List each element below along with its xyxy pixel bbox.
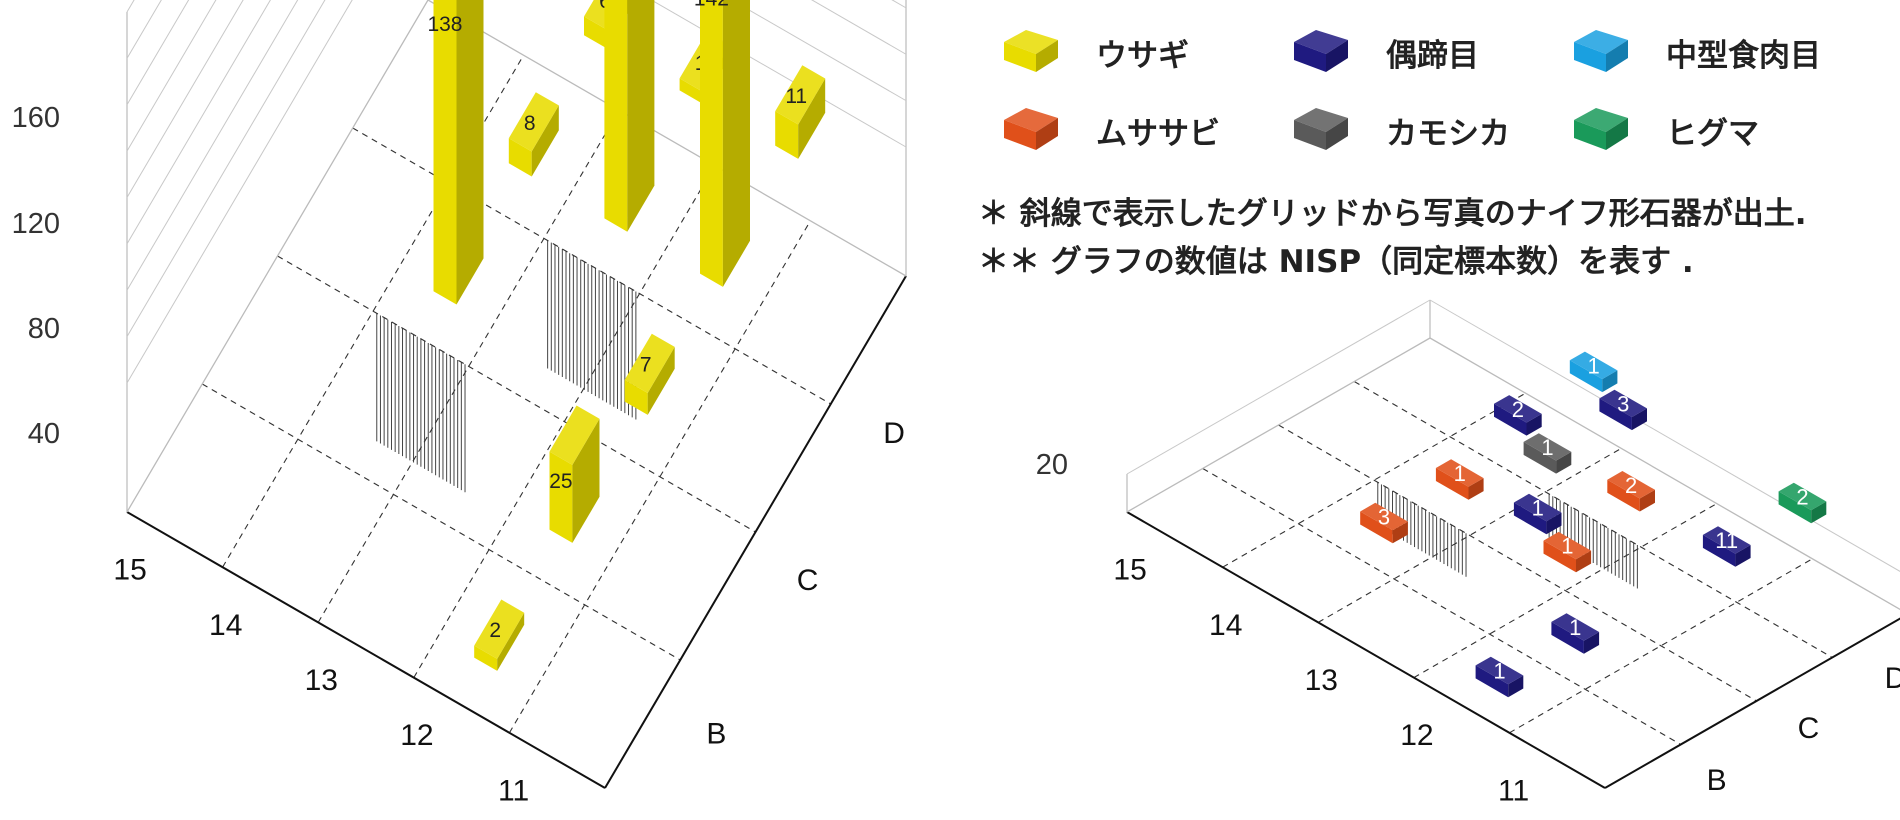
bar-value-label: 3 — [1617, 391, 1629, 416]
z-tick-label: 80 — [28, 313, 60, 345]
bar: 2 — [1494, 395, 1542, 436]
row-label: 11 — [498, 774, 529, 807]
bar-value-label: 1 — [1493, 658, 1505, 683]
bar-value-label: 1 — [1569, 615, 1581, 640]
bar-value-label: 25 — [549, 470, 572, 493]
z-tick-label: 20 — [1036, 449, 1068, 481]
bar-value-label: 1 — [1561, 534, 1573, 559]
legend-item: ウサギ — [1000, 22, 1189, 82]
bar: 11 — [775, 65, 826, 159]
bar: 3 — [1599, 389, 1647, 431]
row-label: 14 — [209, 609, 242, 642]
note-hatched-grid: ＊ 斜線で表示したグリッドから写真のナイフ形石器が出土. — [978, 196, 1807, 232]
legend-swatch — [1574, 108, 1628, 150]
bar: 161 — [604, 0, 655, 232]
back-wall-left — [126, 0, 353, 512]
bar: 1 — [1435, 459, 1484, 500]
column-label: B — [706, 718, 726, 751]
legend: ウサギ 偶蹄目 中型食肉目ムササビ カモシカ ヒグマ — [1000, 22, 1880, 172]
legend-label: 中型食肉目 — [1666, 37, 1821, 74]
column-label: C — [797, 564, 819, 597]
bar-value-label: 138 — [427, 13, 462, 36]
note-nisp: ＊＊ グラフの数値は NISP（同定標本数）を表す . — [978, 244, 1694, 280]
bar-value-label: 1 — [1454, 461, 1466, 486]
row-label: 13 — [1305, 664, 1338, 697]
bar: 1 — [1543, 531, 1592, 573]
column-label: B — [1707, 764, 1727, 797]
legend-swatch — [1294, 30, 1348, 72]
bar: 11 — [1702, 526, 1751, 567]
bar: 8 — [508, 92, 559, 177]
bar-value-label: 2 — [489, 619, 501, 642]
bar-value-label: 2 — [1512, 397, 1524, 422]
bar-value-label: 8 — [524, 112, 536, 135]
floor-grid — [201, 54, 832, 734]
floor-edge-front — [126, 511, 606, 789]
row-label: 15 — [1113, 554, 1146, 587]
hatched-cell — [376, 313, 466, 493]
hatched-cell — [547, 240, 637, 420]
legend-label: ヒグマ — [1666, 115, 1759, 152]
legend-label: カモシカ — [1386, 115, 1510, 152]
bar: 142 — [694, 0, 750, 287]
notes: ＊ 斜線で表示したグリッドから写真のナイフ形石器が出土. ＊＊ グラフの数値は … — [978, 190, 1898, 286]
bar-value-label: 11 — [785, 85, 807, 108]
bar: 1 — [1475, 656, 1524, 698]
chart-left: 40801201601514131211BCD68116111138142725… — [12, 0, 907, 807]
legend-label: ウサギ — [1096, 37, 1189, 74]
bar-value-label: 11 — [1715, 528, 1738, 553]
row-label: 12 — [400, 719, 433, 752]
z-tick-label: 120 — [12, 208, 60, 240]
legend-item: ヒグマ — [1570, 100, 1759, 160]
bar-value-label: 1 — [1532, 496, 1544, 521]
bar: 1 — [1569, 351, 1618, 393]
legend-swatch — [1004, 30, 1058, 72]
legend-swatch — [1004, 108, 1058, 150]
legend-item: ムササビ — [1000, 100, 1220, 160]
bar-value-label: 1 — [1587, 353, 1599, 378]
column-label: C — [1798, 712, 1820, 745]
back-wall-right — [650, 0, 907, 276]
bar: 1 — [1523, 433, 1572, 474]
row-label: 11 — [1498, 774, 1529, 807]
legend-label: ムササビ — [1096, 115, 1220, 152]
legend-swatch — [1574, 30, 1628, 72]
bar-value-label: 2 — [1796, 484, 1808, 509]
bar: 3 — [1360, 502, 1408, 544]
back-wall-right — [1429, 299, 1900, 572]
legend-item: 偶蹄目 — [1290, 22, 1479, 82]
legend-item: 中型食肉目 — [1570, 22, 1821, 82]
bar-value-label: 3 — [1378, 505, 1390, 530]
bar: 2 — [1778, 482, 1827, 524]
row-label: 15 — [113, 554, 146, 587]
back-wall-left — [1126, 299, 1431, 512]
bar: 1 — [1513, 493, 1562, 535]
floor-edge-front — [1126, 511, 1606, 789]
row-label: 12 — [1400, 719, 1433, 752]
z-tick-label: 40 — [28, 418, 60, 450]
row-label: 13 — [305, 664, 338, 697]
bar-value-label: 7 — [640, 353, 652, 376]
legend-label: 偶蹄目 — [1386, 37, 1479, 74]
legend-item: カモシカ — [1290, 100, 1510, 160]
z-tick-label: 160 — [12, 102, 60, 134]
bar: 2 — [474, 599, 525, 671]
floor-edge-right — [1604, 617, 1900, 789]
column-label: D — [1885, 662, 1900, 695]
bar-value-label: 2 — [1625, 473, 1637, 498]
bar: 7 — [624, 333, 675, 415]
floor-edge-right — [604, 275, 907, 789]
bar: 2 — [1607, 471, 1655, 512]
bar-value-label: 142 — [694, 0, 729, 11]
bar-value-label: 1 — [1541, 435, 1553, 460]
bar: 25 — [549, 405, 600, 543]
floor-grid — [1202, 381, 1833, 745]
row-label: 14 — [1209, 609, 1242, 642]
bar: 1 — [1551, 613, 1600, 654]
bar: 138 — [427, 0, 484, 305]
column-label: D — [883, 417, 905, 450]
legend-swatch — [1294, 108, 1348, 150]
